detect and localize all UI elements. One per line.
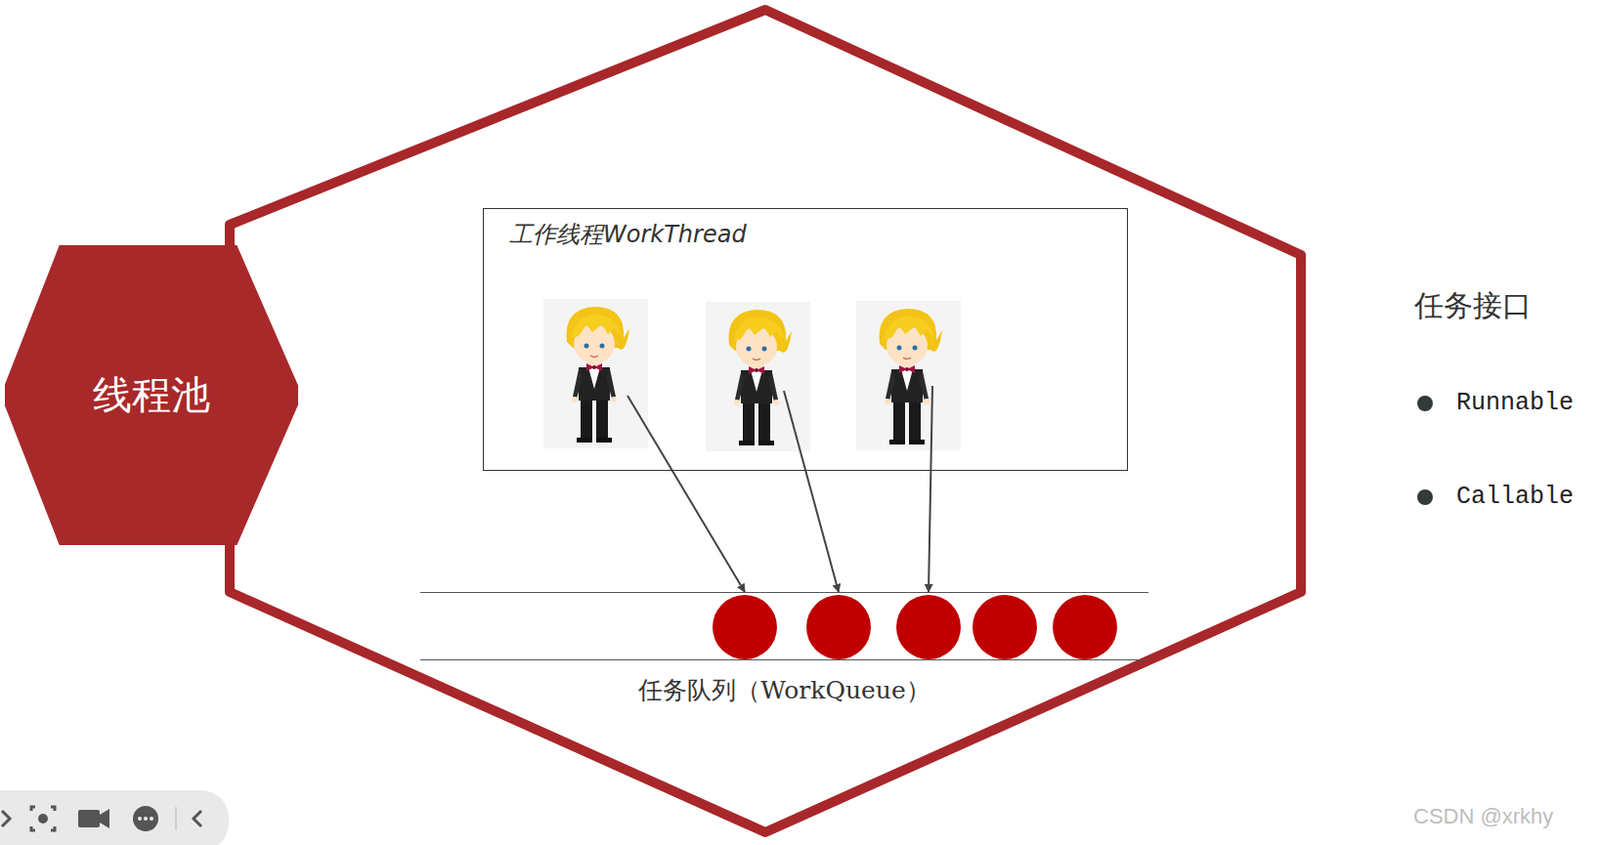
box-heading: 工作线程WorkThread bbox=[509, 218, 747, 251]
queue-label: 任务队列（WorkQueue） bbox=[420, 674, 1149, 707]
task-arrow bbox=[627, 395, 745, 593]
worker-box: 工作线程WorkThread bbox=[482, 208, 1128, 472]
toolbar bbox=[0, 790, 229, 845]
pool-title: 线程池 bbox=[92, 368, 211, 423]
queue-band bbox=[420, 592, 1149, 661]
pool-hexagon: 线程池 bbox=[4, 245, 299, 546]
interface-name: Callable bbox=[1456, 482, 1574, 512]
pool-outline bbox=[229, 9, 1301, 833]
task-queue: 任务队列（WorkQueue） bbox=[420, 592, 1149, 707]
task-arrow bbox=[928, 386, 933, 593]
interface-name: Runnable bbox=[1456, 389, 1574, 418]
worker-figure bbox=[856, 301, 961, 451]
watermark: CSDN @xrkhy bbox=[1413, 804, 1554, 830]
worker-figure bbox=[543, 299, 649, 449]
bullet bbox=[1417, 489, 1433, 506]
section-heading: 任务接口 bbox=[1414, 286, 1532, 327]
worker-figure bbox=[705, 302, 811, 452]
task-circles bbox=[712, 595, 1118, 660]
task-arrow bbox=[783, 390, 839, 593]
bullet bbox=[1417, 395, 1433, 412]
